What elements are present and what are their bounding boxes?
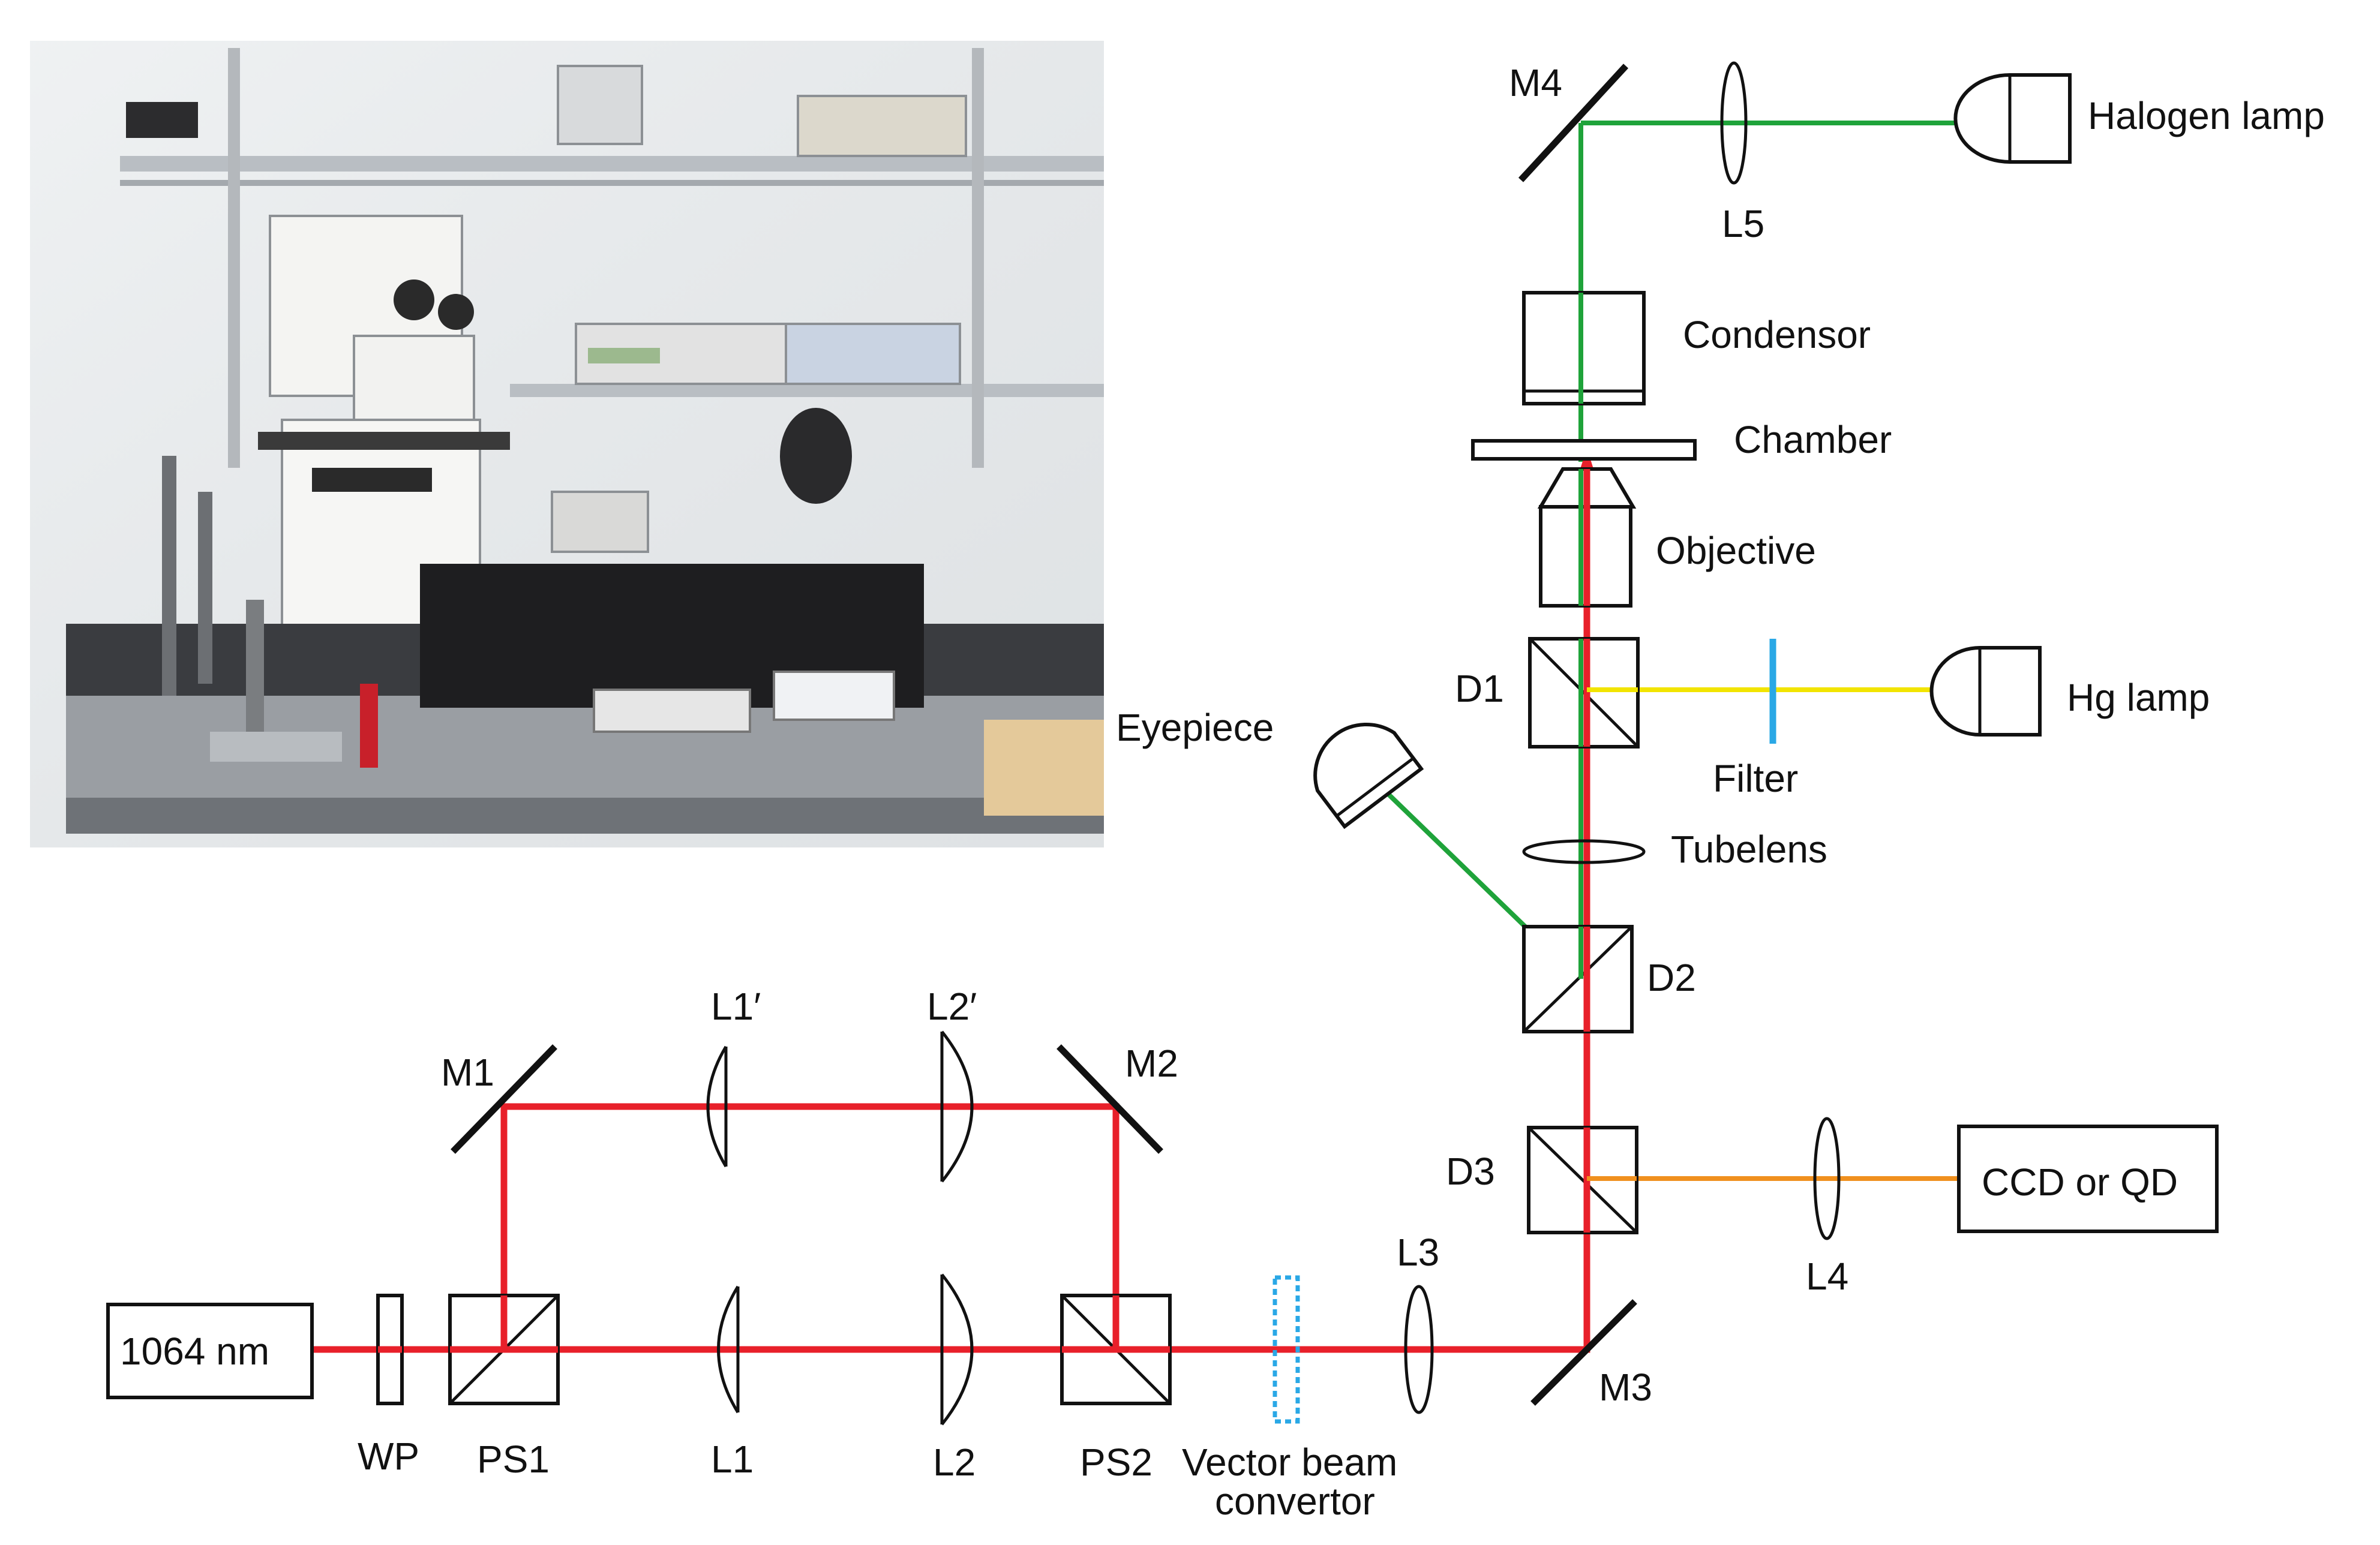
label-l1: L1 <box>711 1438 754 1481</box>
label-l3: L3 <box>1397 1231 1439 1274</box>
hg-lamp <box>1929 646 2042 737</box>
condensor <box>1522 291 1646 405</box>
label-d1: D1 <box>1455 667 1504 710</box>
beamsplitter-ps1 <box>448 1294 560 1405</box>
label-chamber: Chamber <box>1734 418 1892 461</box>
label-l4: L4 <box>1806 1255 1848 1298</box>
lens-l5 <box>1720 61 1748 185</box>
halogen-lamp <box>1953 73 2072 164</box>
label-m1: M1 <box>441 1051 494 1094</box>
lens-l3 <box>1404 1285 1434 1414</box>
label-wp: WP <box>358 1435 419 1478</box>
mirror-m2 <box>1057 1044 1163 1154</box>
chamber <box>1471 439 1697 461</box>
label-l1-prime: L1′ <box>711 985 761 1028</box>
label-l2: L2 <box>933 1441 976 1484</box>
waveplate-wp <box>376 1294 404 1405</box>
objective <box>1537 467 1637 608</box>
vector-beam-convertor <box>1272 1275 1300 1424</box>
label-hg-lamp: Hg lamp <box>2067 676 2210 719</box>
mirror-m4 <box>1518 64 1629 182</box>
label-d2: D2 <box>1647 956 1696 999</box>
label-objective: Objective <box>1656 529 1816 572</box>
lab-photo <box>30 41 1104 847</box>
label-halogen-lamp: Halogen lamp <box>2088 94 2325 137</box>
label-eyepiece: Eyepiece <box>1116 706 1274 749</box>
mirror-m3 <box>1530 1299 1637 1406</box>
label-m3: M3 <box>1599 1366 1652 1409</box>
label-d3: D3 <box>1446 1150 1495 1193</box>
lens-l2-prime <box>940 1030 974 1183</box>
laser-1064 <box>106 1303 314 1399</box>
label-filter: Filter <box>1713 757 1798 800</box>
lens-l1-prime <box>706 1045 728 1168</box>
label-vbc-line2: convertor <box>1215 1480 1375 1523</box>
label-l2-prime: L2′ <box>927 985 977 1028</box>
dichroic-d1 <box>1528 637 1640 749</box>
label-ps1: PS1 <box>477 1438 550 1481</box>
dichroic-d2 <box>1522 925 1634 1033</box>
ir-beam-delay-loop <box>500 1103 1120 1349</box>
label-laser: 1064 nm <box>120 1330 269 1373</box>
mirror-m1 <box>451 1044 557 1154</box>
eyepiece <box>1313 723 1424 829</box>
lens-l1 <box>717 1285 740 1414</box>
tubelens <box>1522 839 1646 864</box>
label-ccd: CCD or QD <box>1982 1161 2178 1204</box>
label-condensor: Condensor <box>1683 313 1871 356</box>
label-l5: L5 <box>1722 202 1764 245</box>
dichroic-d3 <box>1527 1126 1638 1234</box>
label-ps2: PS2 <box>1080 1441 1153 1484</box>
label-vbc-line1: Vector beam <box>1182 1441 1397 1484</box>
label-m2: M2 <box>1125 1042 1178 1085</box>
beamsplitter-ps2 <box>1060 1294 1172 1405</box>
label-m4: M4 <box>1509 61 1562 104</box>
ccd-detector <box>1957 1125 2219 1233</box>
lens-l2 <box>940 1273 974 1426</box>
lens-l4 <box>1813 1117 1841 1240</box>
label-tubelens: Tubelens <box>1671 828 1827 871</box>
